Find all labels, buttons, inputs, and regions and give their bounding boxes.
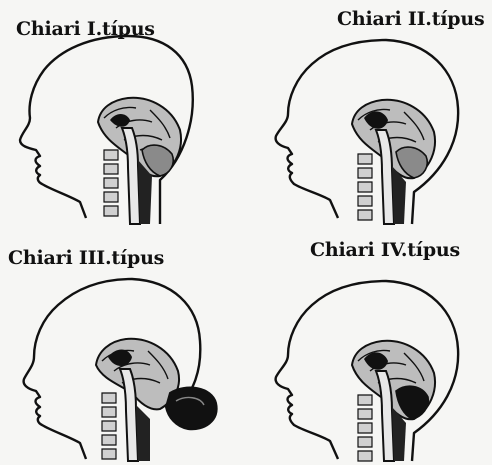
- panel-chiari-1: Chiari I.típus: [0, 0, 246, 232]
- head-sagittal-section-illustration: [246, 233, 492, 465]
- panel-chiari-3: Chiari III.típus: [0, 233, 246, 465]
- panel-chiari-2: Chiari II.típus: [246, 0, 492, 232]
- head-sagittal-section-illustration: [0, 233, 246, 465]
- head-sagittal-section-illustration: [0, 0, 246, 232]
- panel-chiari-4: Chiari IV.típus: [246, 233, 492, 465]
- head-sagittal-section-illustration: [246, 0, 492, 232]
